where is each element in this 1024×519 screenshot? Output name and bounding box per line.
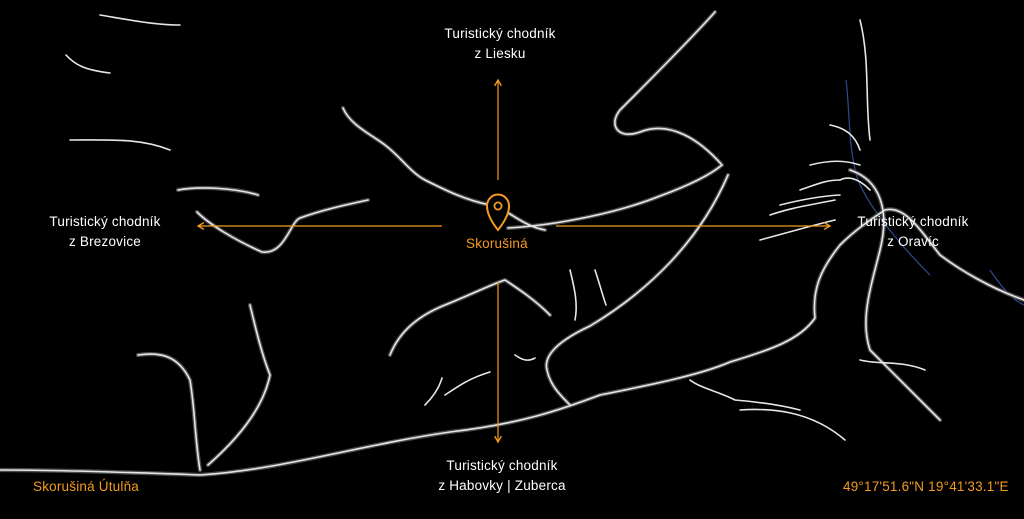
route-label-north[interactable]: Turistický chodník z Liesku [420, 24, 580, 64]
route-label-east-line2: z Oravíc [887, 234, 939, 249]
route-label-east[interactable]: Turistický chodník z Oravíc [838, 212, 988, 252]
route-label-south-line2: z Habovky | Zuberca [438, 478, 566, 493]
route-label-north-line2: z Liesku [474, 46, 526, 61]
roads [0, 11, 1024, 476]
coordinates-label: 49°17'51.6"N 19°41'33.1"E [843, 479, 1009, 494]
corner-location-label: Skorušiná Útulňa [33, 479, 140, 494]
route-label-south[interactable]: Turistický chodník z Habovky | Zuberca [418, 456, 586, 496]
route-label-west-line1: Turistický chodník [49, 214, 161, 229]
route-label-south-line1: Turistický chodník [446, 458, 558, 473]
route-guides [196, 78, 832, 444]
map-pin-icon[interactable] [485, 193, 511, 232]
center-location-label: Skorušiná [466, 236, 528, 251]
route-label-west-line2: z Brezovice [69, 234, 141, 249]
route-label-east-line1: Turistický chodník [857, 214, 969, 229]
route-label-north-line1: Turistický chodník [444, 26, 556, 41]
route-label-west[interactable]: Turistický chodník z Brezovice [30, 212, 180, 252]
